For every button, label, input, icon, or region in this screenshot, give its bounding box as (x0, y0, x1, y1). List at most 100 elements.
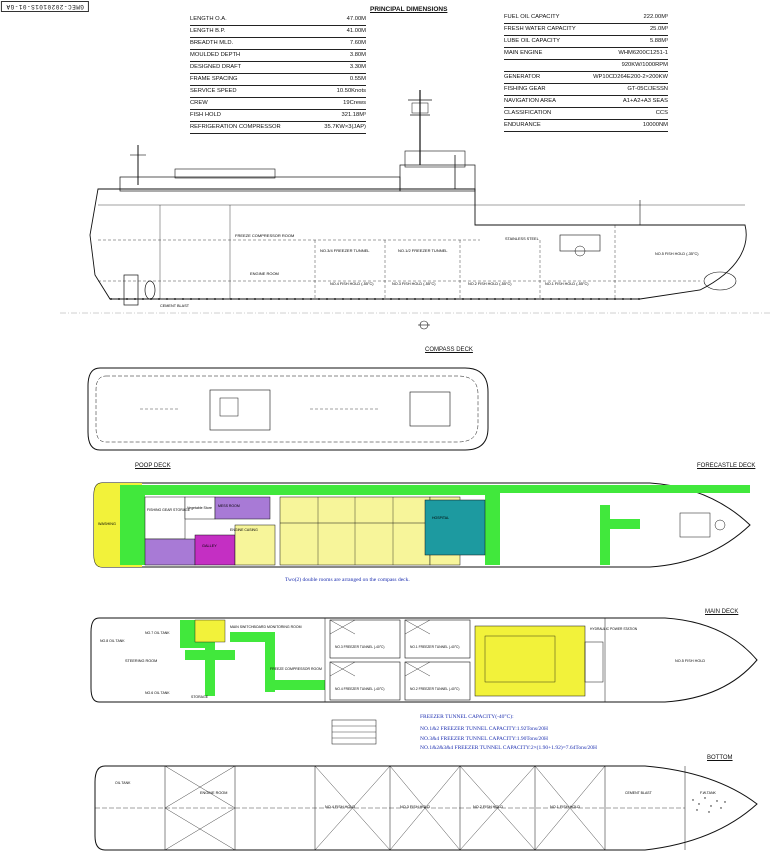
spec-right-value: 920KW/1000RPM (621, 62, 668, 68)
spec-left-value: 19Crews (343, 100, 366, 106)
spec-left-label: LENGTH B.P. (190, 28, 226, 34)
spec-left-value: 0.55M (349, 76, 366, 82)
spec-left-value: 41.00M (346, 28, 366, 34)
bottom-label-cement: CEMENT BLAST (625, 791, 653, 795)
spec-left-label: LENGTH O.A. (190, 16, 227, 22)
spec-right-row: CLASSIFICATION CCS (504, 110, 668, 120)
main-label-tunnel-1: NO.1 FREEZER TUNNEL (-40°C) (410, 645, 460, 649)
bottom-label-engine-room: ENGINE ROOM (200, 791, 227, 795)
profile-label-freezer-tunnel-34: NO.3/4 FREEZER TUNNEL (320, 248, 370, 253)
bottom-label-fish-hold-3: NO.3 FISH HOLD (400, 805, 430, 809)
main-label-tunnel-3: NO.3 FREEZER TUNNEL (-40°C) (335, 645, 385, 649)
poop-label-hospital: HOSPITAL (432, 516, 449, 520)
profile-label-fish-hold-1: NO.1 FISH HOLD (-55°C) (545, 282, 589, 286)
main-deck-title: MAIN DECK (705, 609, 739, 615)
spec-right-value: A1+A2+A3 SEAS (622, 98, 668, 104)
poop-label-engine-casing: ENGINE CASING (230, 528, 258, 532)
freezer-note-3: NO.1&2&3&4 FREEZER TUNNEL CAPACITY:2×(1.… (420, 745, 598, 751)
spec-right-label: NAVIGATION AREA (504, 98, 556, 104)
spec-left-row: MOULDED DEPTH 3.80M (190, 52, 366, 62)
spec-left-label: SERVICE SPEED (190, 88, 237, 94)
spec-right-label: FUEL OIL CAPACITY (504, 14, 560, 20)
freezer-note-0: FREEZER TUNNEL CAPACITY(-40°C): (420, 714, 514, 720)
poop-label-fishing-gear: FISHING GEAR STORAGE (147, 508, 191, 512)
spec-right-value: CCS (655, 110, 668, 116)
main-label-tunnel-2: NO.2 FREEZER TUNNEL (-40°C) (410, 687, 460, 691)
spec-left-value: 3.80M (349, 52, 366, 58)
spec-left-label: MOULDED DEPTH (190, 52, 241, 58)
spec-left-label: CREW (190, 100, 208, 106)
spec-left-row: DESIGNED DRAFT 3.30M (190, 64, 366, 74)
side-profile-view: FREEZE COMPRESSOR ROOM ENGINE ROOM NO.3/… (60, 90, 770, 330)
spec-left-row: LENGTH B.P. 41.00M (190, 28, 366, 38)
spec-table-left: LENGTH O.A. 47.00M LENGTH B.P. 41.00M BREADT… (190, 16, 366, 136)
bottom-label-fish-hold-2: NO.2 FISH HOLD (473, 805, 503, 809)
spec-right-label: LUBE OIL CAPACITY (504, 38, 561, 44)
spec-right-label: ENDURANCE (504, 122, 541, 128)
spec-right-label: GENERATOR (504, 74, 541, 80)
profile-label-engine-room: ENGINE ROOM (250, 271, 279, 276)
profile-label-fish-hold-4: NO.4 FISH HOLD (-55°C) (330, 282, 374, 286)
spec-left-value: 3.30M (349, 64, 366, 70)
profile-label-cement: CEMENT BLAST (160, 304, 190, 308)
ladder-symbol (331, 719, 377, 745)
poop-label-galley: GALLEY (202, 544, 217, 548)
spec-right-value: WP10CD264E200-2×200KW (593, 74, 668, 80)
bottom-label-fw-tank: F.W.TANK (700, 791, 717, 795)
poop-deck-plan: WASHING FISHING GEAR STORAGE Vegetable S… (93, 482, 751, 568)
spec-left-label: DESIGNED DRAFT (190, 64, 242, 70)
main-label-fish-hold-5: NO.5 FISH HOLD (675, 659, 705, 663)
drawing-id: GMEC-2020101S-01-GA (1, 1, 89, 12)
spec-right-row: MAIN ENGINE WHM6200C1251-1 (504, 50, 668, 60)
spec-right-label: FISHING GEAR (504, 86, 546, 92)
main-label-hydraulic: HYDRAULIC POWER STATION (590, 627, 638, 631)
profile-label-freezer-compressor-room: FREEZE COMPRESSOR ROOM (235, 233, 294, 238)
spec-left-label: BREADTH MLD. (190, 40, 234, 46)
spec-left-value: 47.00M (346, 16, 366, 22)
spec-left-value: 321.18M³ (341, 112, 367, 118)
spec-right-row: GENERATOR WP10CD264E200-2×200KW (504, 74, 668, 84)
spec-left-row: FRAME SPACING 0.55M (190, 76, 366, 86)
spec-left-row: BREADTH MLD. 7.60M (190, 40, 366, 50)
poop-label-vegetable: Vegetable Store (187, 506, 212, 510)
main-deck-plan: MAIN SWITCHBOARD MONITORING ROOM STEERIN… (90, 617, 758, 703)
poop-deck-title: POOP DECK (135, 463, 171, 469)
spec-right-value: WHM6200C1251-1 (618, 50, 668, 56)
main-label-compressor: FREEZE COMPRESSOR ROOM (270, 667, 322, 671)
poop-label-washing: WASHING (98, 522, 116, 526)
principal-dimensions-title: PRINCIPAL DIMENSIONS (370, 6, 448, 13)
main-label-no7-oil: NO.7 OIL TANK (145, 631, 170, 635)
spec-left-row: LENGTH O.A. 47.00M (190, 16, 366, 26)
spec-left-value: 10.50Knots (336, 88, 366, 94)
spec-right-label: CLASSIFICATION (504, 110, 552, 116)
spec-right-row: NAVIGATION AREA A1+A2+A3 SEAS (504, 98, 668, 108)
bottom-label-oil-tank: OIL TANK (115, 781, 131, 785)
forecastle-deck-title: FORECASTLE DECK (697, 463, 756, 469)
compass-deck-title: COMPASS DECK (425, 347, 473, 353)
spec-right-value: 25.0M³ (649, 26, 668, 32)
bottom-label-fish-hold-4: NO.4 FISH HOLD (325, 805, 355, 809)
bottom-label-fish-hold-1: NO.1 FISH HOLD (550, 805, 580, 809)
spec-left-row: SERVICE SPEED 10.50Knots (190, 88, 366, 98)
spec-left-label: FRAME SPACING (190, 76, 238, 82)
poop-label-mess-room: MESS ROOM (218, 504, 240, 508)
spec-left-row: CREW 19Crews (190, 100, 366, 110)
main-label-storage: STORAGE (191, 695, 209, 699)
spec-right-label: MAIN ENGINE (504, 50, 543, 56)
freezer-note-2: NO.3&4 FREEZER TUNNEL CAPACITY:1.90Tons/… (420, 736, 549, 742)
main-label-steering: STEERING ROOM (125, 659, 157, 663)
spec-left-value: 7.60M (349, 40, 366, 46)
poop-deck-note: Two(2) double rooms are arranged on the … (285, 577, 410, 583)
main-label-no8-oil: NO.8 OIL TANK (100, 639, 125, 643)
bottom-title: BOTTOM (707, 755, 733, 761)
profile-label-fish-hold-5: NO.5 FISH HOLD (-35°C) (655, 252, 699, 256)
main-label-no6-oil: NO.6 OIL TANK (145, 691, 170, 695)
profile-label-fish-hold-2: NO.2 FISH HOLD (-55°C) (468, 282, 512, 286)
